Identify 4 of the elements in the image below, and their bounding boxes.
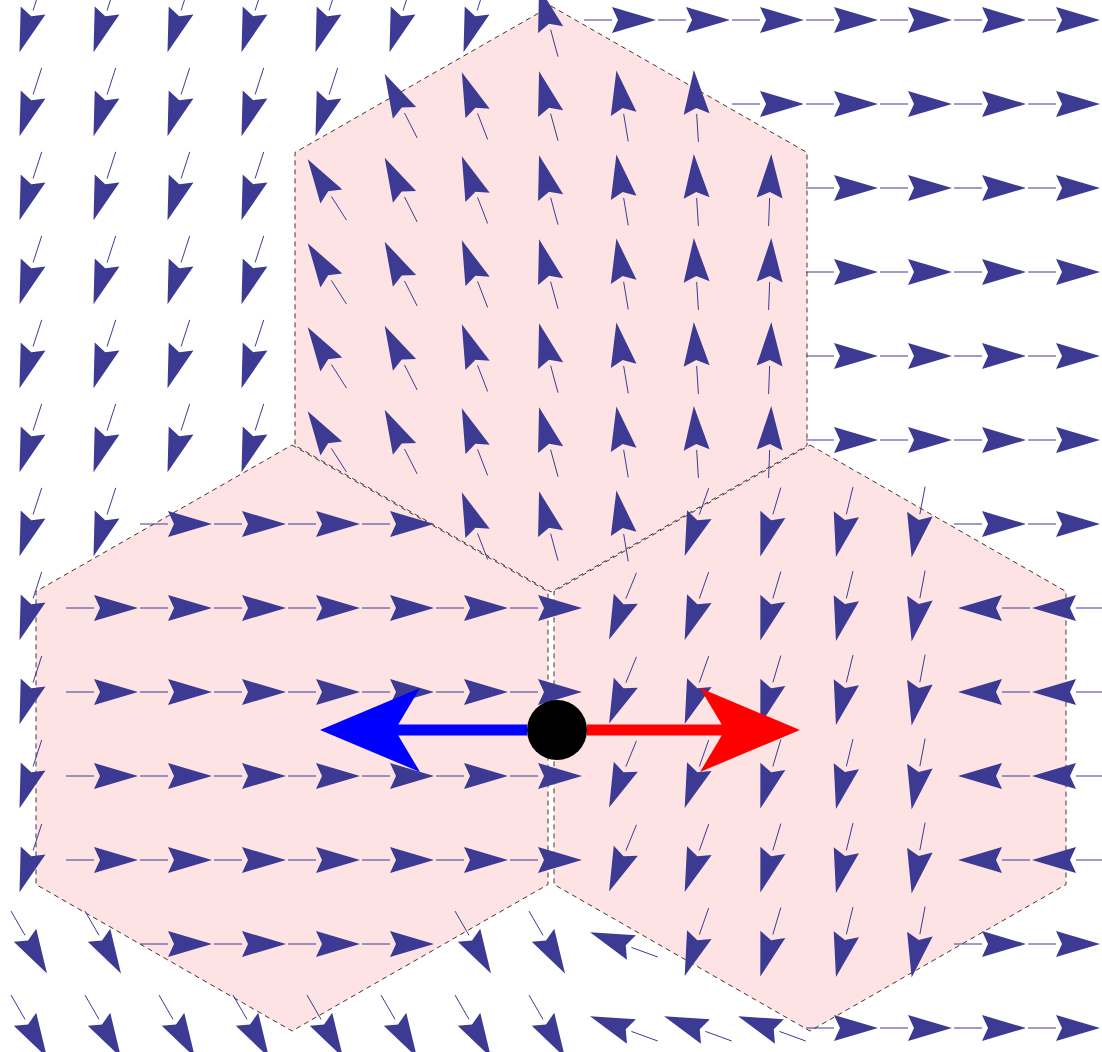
hexagon-cell — [36, 445, 548, 1031]
hexagon-cell — [295, 6, 807, 592]
direction-arrow — [587, 688, 800, 772]
direction-arrow — [320, 688, 527, 772]
